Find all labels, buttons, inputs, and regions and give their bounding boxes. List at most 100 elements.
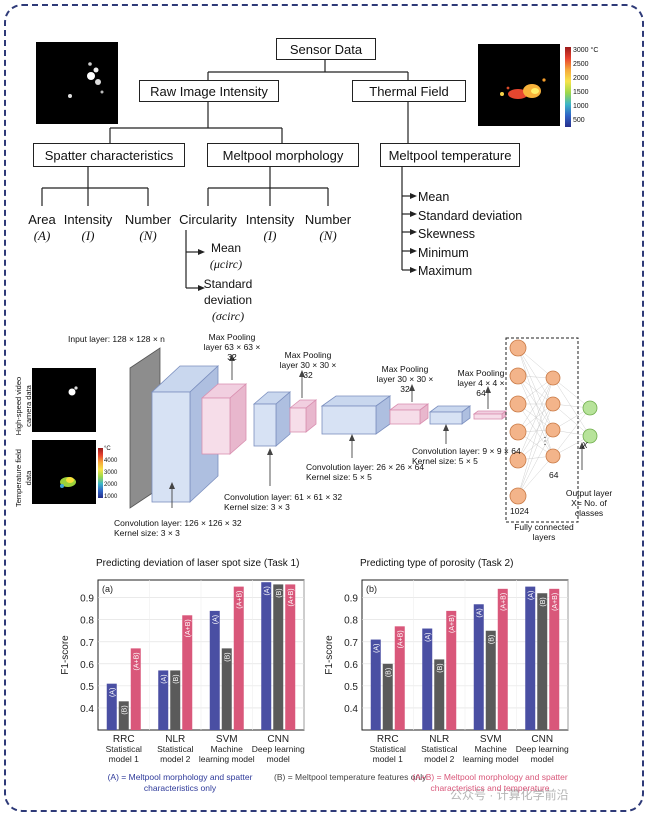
category-label: model 1 <box>373 754 404 764</box>
category-label: RRC <box>113 734 135 745</box>
y-tick-label: 0.8 <box>344 616 358 627</box>
y-tick-label: 0.6 <box>80 660 94 671</box>
colorbar-tick: 1500 <box>573 89 589 96</box>
category-label: model 1 <box>109 754 140 764</box>
bar <box>382 663 393 730</box>
bar-label: (A+B) <box>134 652 141 670</box>
leaf-number: Number <box>124 212 172 227</box>
circ-mean-symbol: (μcirc) <box>209 257 243 271</box>
y-tick-label: 0.5 <box>80 682 94 693</box>
temp-field-colorbar <box>98 448 103 498</box>
temp-leaf-std: Standard deviation <box>418 208 523 223</box>
colorbar-tick: 500 <box>573 117 585 124</box>
leaf-intensity-morph-symbol: (I) <box>263 228 277 243</box>
bar-label: (B) <box>122 705 129 714</box>
circ-mean: Mean <box>210 241 242 255</box>
bar <box>434 659 445 730</box>
y-tick-label: 0.4 <box>344 704 358 715</box>
bar <box>394 626 405 730</box>
bar-label: (A+B) <box>398 630 405 648</box>
conv2-label: Convolution layer: 61 × 61 × 32 <box>224 492 343 502</box>
conv1-label: Convolution layer: 126 × 126 × 32 <box>114 518 242 528</box>
bar-label: (A+B) <box>288 588 295 606</box>
bar-label: (A+B) <box>237 591 244 609</box>
bar-label: (A) <box>528 591 535 600</box>
dashed-frame <box>4 4 644 812</box>
watermark: 公众号 · 计算化学前沿 <box>450 788 569 802</box>
meltpool-morphology-box: Meltpool morphology <box>207 143 359 167</box>
colorbar-tick: 2000 <box>573 75 589 82</box>
y-axis-label: F1-score <box>60 635 71 675</box>
bar-label: (B) <box>540 597 547 606</box>
small-colorbar-tick: 1000 <box>104 494 118 500</box>
bar-label: (B) <box>276 588 283 597</box>
leaf-area: Area <box>28 212 56 227</box>
fc-node <box>545 448 561 464</box>
leaf-number-morph: Number <box>304 212 352 227</box>
bar-label: (B) <box>173 674 180 683</box>
legend-ab: (A+B) = Meltpool morphology and spatter … <box>412 772 568 793</box>
bar <box>130 648 141 730</box>
category-label: learning model <box>199 754 255 764</box>
maxpool2-label: Max Pooling layer 30 × 30 × 32 <box>279 350 337 380</box>
leaf-intensity: Intensity <box>63 212 113 227</box>
small-colorbar-tick: 2000 <box>104 482 118 488</box>
bar <box>473 604 484 730</box>
bar <box>170 670 181 730</box>
hs-video-image <box>32 368 96 432</box>
bar-label: (B) <box>386 668 393 677</box>
leaf-intensity-symbol: (I) <box>81 228 95 243</box>
circ-std: Standard deviation <box>203 277 253 307</box>
fc-node <box>509 367 527 385</box>
conv3-label: Convolution layer: 26 × 26 × 64 <box>306 462 425 472</box>
temp-leaf-maximum: Maximum <box>418 264 473 279</box>
chart-a-title: Predicting deviation of laser spot size … <box>96 558 300 569</box>
legend-b: (B) = Meltpool temperature features only <box>274 772 427 782</box>
chart-b-title: Predicting type of porosity (Task 2) <box>360 558 514 569</box>
bar <box>158 670 169 730</box>
temp-leaf-minimum: Minimum <box>418 245 469 260</box>
thermal-field-image <box>478 44 560 126</box>
fc-label: Fully connected layers <box>514 522 574 542</box>
fc-1024-label: 1024 <box>510 506 529 516</box>
bar-label: (A+B) <box>185 619 192 637</box>
conv2-block <box>252 391 292 447</box>
bar <box>182 615 193 730</box>
bar <box>209 610 220 730</box>
leaf-area-symbol: (A) <box>33 228 51 243</box>
category-label: NLR <box>429 734 449 745</box>
fc-dashed-box <box>505 337 579 523</box>
leaf-circularity: Circularity <box>179 212 237 227</box>
leaf-number-morph-symbol: (N) <box>319 228 337 243</box>
category-label: Deep learning <box>252 744 305 754</box>
y-tick-label: 0.9 <box>344 594 358 605</box>
temp-leaf-skewness: Skewness <box>418 227 475 242</box>
fc-node <box>509 451 527 469</box>
category-label: model <box>267 754 290 764</box>
bar <box>485 630 496 730</box>
maxpool2-block <box>288 399 318 433</box>
raw-image-intensity-box: Raw Image Intensity <box>139 80 279 102</box>
bar-label: (A) <box>213 615 220 624</box>
fc-node <box>509 339 527 357</box>
bar-label: (A+B) <box>501 593 508 611</box>
maxpool3-label: Max Pooling layer 30 × 30 × 32 <box>376 364 434 394</box>
fc-node <box>509 423 527 441</box>
bar-label: (B) <box>489 635 496 644</box>
fc-node <box>509 487 527 505</box>
category-label: learning model <box>463 754 519 764</box>
y-tick-label: 0.5 <box>344 682 358 693</box>
small-colorbar-tick: °C <box>104 446 111 452</box>
bar-label: (A) <box>161 674 168 683</box>
leaf-intensity-morph: Intensity <box>245 212 295 227</box>
bar <box>233 586 244 730</box>
output-node <box>582 428 598 444</box>
category-label: Machine <box>475 744 507 754</box>
bar <box>537 593 548 730</box>
category-label: Statistical <box>421 744 457 754</box>
maxpool4-block <box>472 410 508 420</box>
y-tick-label: 0.7 <box>80 638 94 649</box>
maxpool4-label: Max Pooling layer 4 × 4 × 64 <box>457 368 505 398</box>
bar-label: (B) <box>437 663 444 672</box>
sensor-data-box: Sensor Data <box>276 38 376 60</box>
